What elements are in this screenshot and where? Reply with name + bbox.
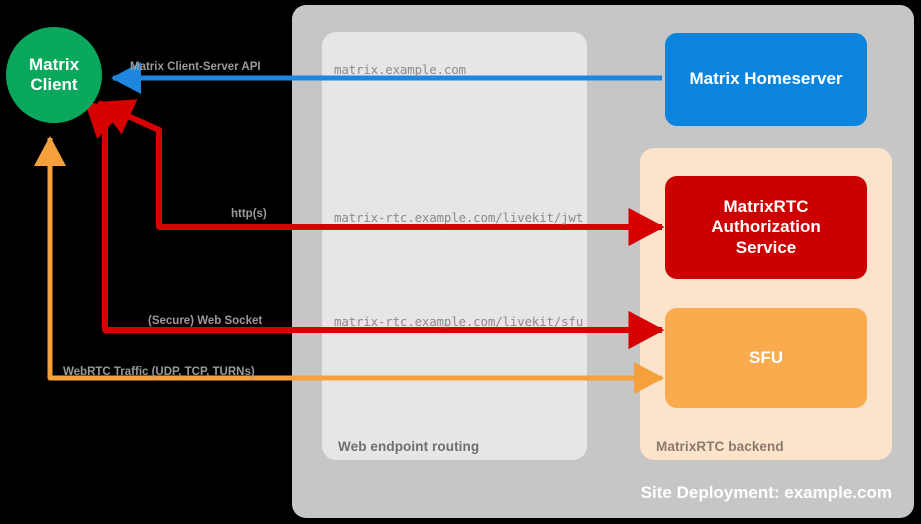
sfu-label: SFU [749, 347, 783, 367]
label-matrixrtc-backend: MatrixRTC backend [656, 439, 784, 454]
node-matrix-homeserver[interactable]: Matrix Homeserver [665, 33, 867, 126]
edge-label-secure-web-socket: (Secure) Web Socket [148, 315, 263, 327]
auth-label-line1: MatrixRTC [723, 197, 809, 217]
endpoint-livekit-jwt: matrix-rtc.example.com/livekit/jwt [334, 210, 584, 225]
matrix-client-label-line2: Client [30, 75, 78, 94]
edge-label-webrtc-traffic: WebRTC Traffic (UDP, TCP, TURNs) [63, 366, 255, 378]
auth-label-line3: Service [735, 237, 797, 257]
node-matrixrtc-authorization-service[interactable]: MatrixRTC Authorization Service [665, 176, 867, 279]
node-matrix-client[interactable]: Matrix Client [6, 27, 102, 123]
edge-label-http-s: http(s) [231, 208, 267, 220]
web-endpoint-routing-panel [322, 32, 587, 460]
endpoint-matrix-example-com: matrix.example.com [334, 62, 466, 77]
node-sfu[interactable]: SFU [665, 308, 867, 408]
matrix-client-label-line1: Matrix [28, 54, 80, 74]
endpoint-livekit-sfu: matrix-rtc.example.com/livekit/sfu [334, 314, 584, 329]
auth-label-line2: Authorization [711, 217, 821, 237]
matrix-homeserver-label: Matrix Homeserver [689, 69, 843, 89]
label-web-endpoint-routing: Web endpoint routing [338, 439, 480, 454]
edge-label-matrix-client-server-api: Matrix Client-Server API [130, 61, 261, 73]
label-site-deployment: Site Deployment: example.com [640, 483, 892, 502]
